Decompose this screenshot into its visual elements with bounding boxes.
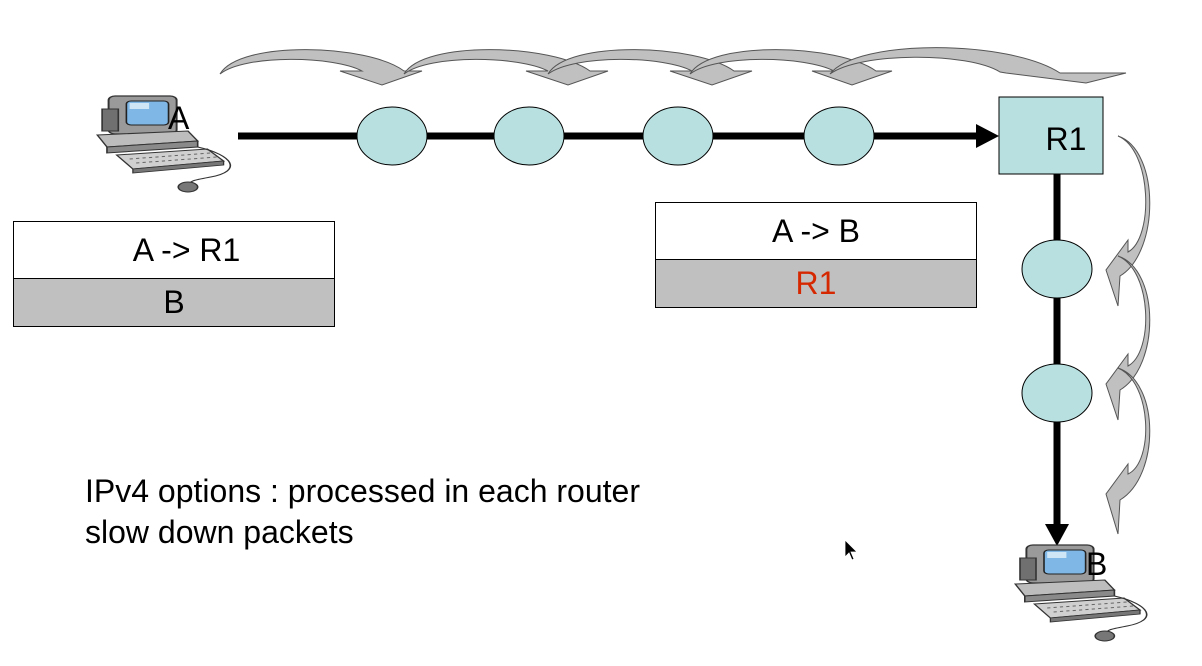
computer-workstation-icon: [96, 95, 232, 193]
hop-arrows-vertical: [1105, 135, 1151, 535]
caption: IPv4 options : processed in each router …: [85, 471, 640, 553]
router-r1-label: R1: [1046, 121, 1087, 157]
curved-arrow-icon: [403, 49, 609, 86]
curved-arrow-icon: [829, 47, 1127, 84]
packet-header-after-router: A -> B R1: [655, 202, 977, 308]
intermediate-routers-vertical: [1021, 239, 1093, 423]
router-node: [493, 106, 565, 166]
arrowhead-down-icon: [1045, 524, 1069, 546]
curved-arrow-icon: [547, 49, 753, 86]
router-node: [356, 106, 428, 166]
host-a: A: [96, 95, 232, 193]
curved-arrow-icon: [1105, 135, 1151, 307]
caption-line-1: IPv4 options : processed in each router: [85, 473, 640, 509]
curved-arrow-icon: [1105, 367, 1151, 535]
arrowhead-right-icon: [976, 124, 999, 148]
header-addresses: A -> R1: [14, 222, 334, 279]
host-b: B: [1014, 544, 1148, 642]
curved-arrow-icon: [219, 49, 423, 86]
router-node: [803, 106, 875, 166]
router-node: [1021, 363, 1093, 423]
router-r1-box: [998, 96, 1104, 175]
router-node: [642, 106, 714, 166]
host-a-label: A: [168, 100, 190, 136]
header-option: R1: [656, 260, 976, 307]
computer-workstation-icon: [1014, 544, 1148, 642]
intermediate-routers-top: [356, 106, 875, 166]
mouse-pointer-icon: [844, 539, 858, 561]
curved-arrow-icon: [1105, 255, 1151, 421]
curved-arrow-icon: [689, 49, 893, 86]
host-b-label: B: [1086, 546, 1107, 582]
header-option: B: [14, 279, 334, 326]
router-node: [1021, 239, 1093, 299]
header-addresses: A -> B: [656, 203, 976, 260]
hop-arrows-horizontal: [219, 47, 1127, 86]
packet-header-at-source: A -> R1 B: [13, 221, 335, 327]
caption-line-2: slow down packets: [85, 514, 354, 550]
